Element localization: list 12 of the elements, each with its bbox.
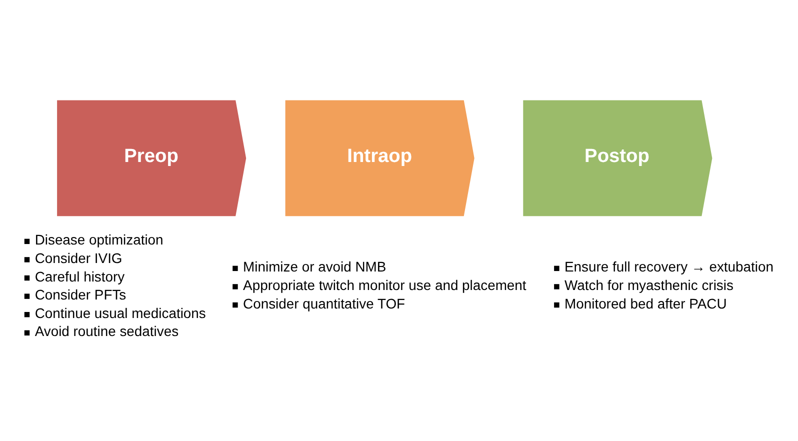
node-label: Continue usual medications — [34, 304, 206, 321]
node-label: Monitored bed after PACU — [564, 295, 727, 312]
node-label: Disease optimization — [34, 232, 164, 248]
node-label: Appropriate twitch monitor use and placement — [243, 277, 526, 294]
node-label: Consider IVIG — [34, 250, 122, 266]
node-label: Watch for myasthenic crisis — [564, 277, 734, 294]
node-label: Avoid routine sedatives — [34, 323, 179, 340]
node-label: Ensure full recovery → extubation — [564, 258, 774, 275]
node-label: Minimize or avoid NMB — [243, 258, 386, 275]
node-label: Careful history — [34, 268, 125, 284]
node-label: Consider PFTs — [34, 286, 126, 303]
node-label: Consider quantitative TOF — [243, 295, 406, 312]
